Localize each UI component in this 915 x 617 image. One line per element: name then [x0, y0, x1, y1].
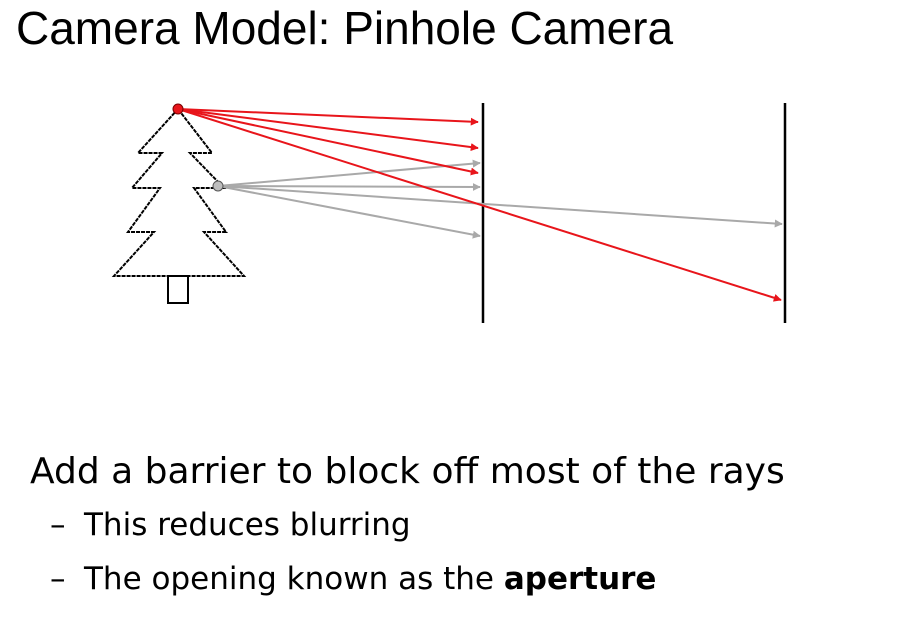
red-ray	[177, 108, 479, 152]
aperture-term: aperture	[503, 561, 657, 597]
slide-title: Camera Model: Pinhole Camera	[16, 2, 674, 54]
bullet-list: Add a barrier to block off most of the r…	[30, 446, 915, 606]
red-ray	[177, 108, 479, 126]
pinhole-camera-diagram	[111, 103, 787, 323]
bullet-main: Add a barrier to block off most of the r…	[30, 451, 785, 492]
sub-bullet: –This reduces blurring	[50, 498, 915, 552]
gray-ray	[217, 159, 481, 187]
tree-icon	[111, 107, 247, 304]
sub-bullet: –The opening known as the aperture	[50, 552, 915, 606]
gray-rays	[217, 159, 783, 239]
gray-ray	[217, 185, 481, 239]
dash-marker: –	[50, 507, 66, 543]
red-rays	[177, 108, 782, 302]
red-source-point-icon	[172, 103, 184, 115]
sub-bullet-text: This reduces blurring	[84, 507, 411, 543]
red-ray	[177, 108, 782, 302]
gray-source-point-icon	[212, 180, 224, 192]
gray-ray	[217, 185, 783, 228]
red-ray	[177, 108, 479, 176]
sub-bullet-text: The opening known as the	[84, 561, 504, 597]
gray-ray	[217, 182, 481, 191]
dash-marker: –	[50, 561, 66, 597]
